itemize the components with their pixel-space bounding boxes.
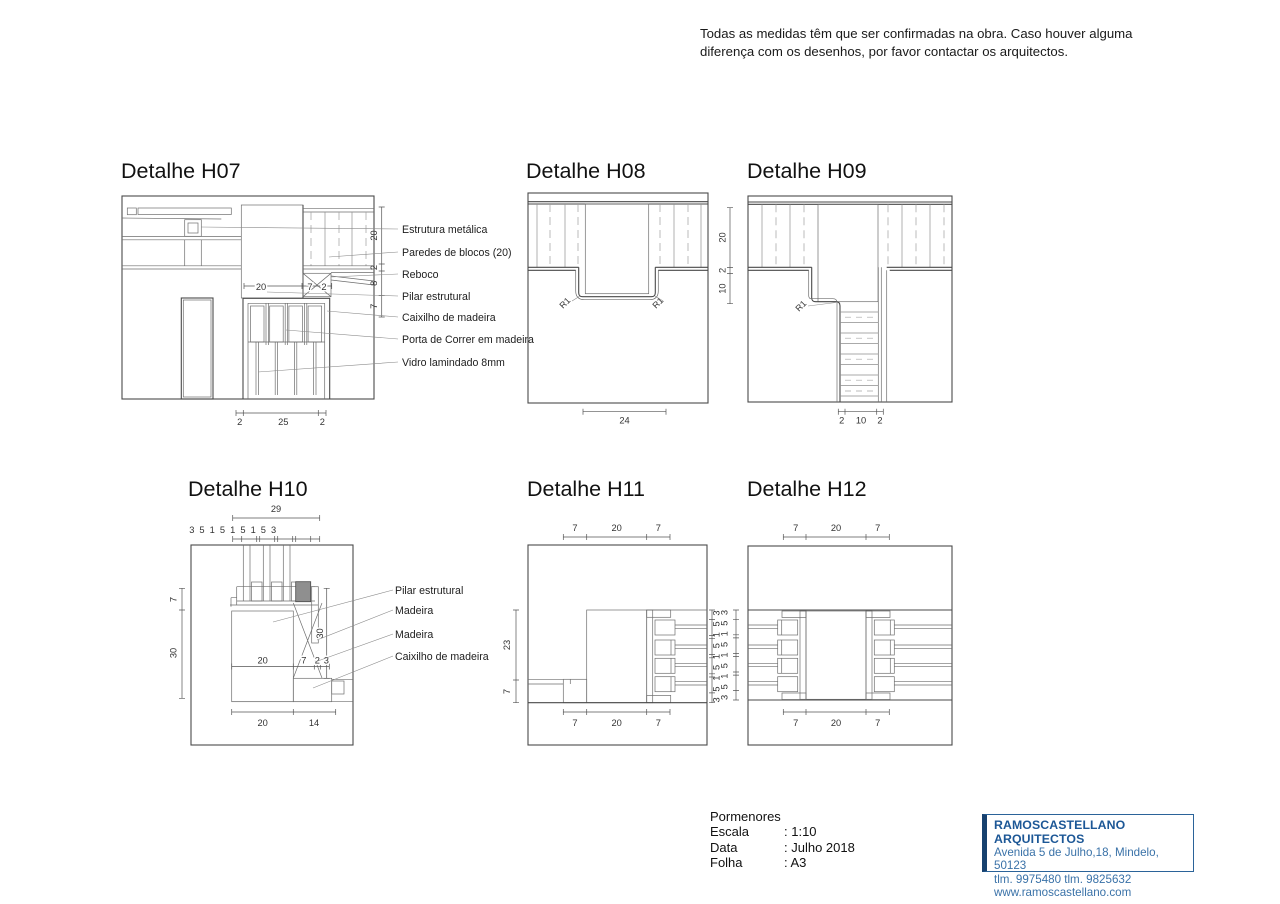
h07-dim-inner-2: 2	[321, 282, 326, 292]
h10-label-caixilho-madeira: Caixilho de madeira	[395, 651, 489, 663]
h07-dim-right-8: 8	[369, 281, 379, 286]
h07-dim-right-7: 7	[369, 304, 379, 309]
h12-dim-bottom-20: 20	[831, 718, 841, 728]
h10-dim-bottom-14: 14	[309, 718, 319, 728]
h07-label-paredes-blocos: Paredes de blocos (20)	[402, 247, 512, 259]
h12-dim-top-20: 20	[831, 523, 841, 533]
firm-name: RAMOSCASTELLANO ARQUITECTOS	[994, 818, 1126, 846]
detail-h11-drawing: 7 20 7 7 20 7 23 7 3 5 1 5 1 5 1 5 3	[502, 523, 722, 746]
disclaimer-note: Todas as medidas têm que ser confirmadas…	[700, 25, 1133, 60]
h10-dim-inner-7: 7	[301, 656, 306, 666]
detail-h08-drawing: R1 R1 20 2 10 24	[527, 192, 733, 426]
titleblock-value-folha: : A3	[784, 855, 807, 871]
h11-dim-right-chain: 3 5 1 5 1 5 1 5 3	[712, 611, 722, 703]
h10-dim-inner-2: 2	[315, 656, 320, 666]
titleblock: Pormenores Escala : 1:10 Data : Julho 20…	[710, 809, 855, 871]
h11-dim-top-7b: 7	[656, 523, 661, 533]
h10-dim-left-30: 30	[169, 648, 179, 658]
h07-dim-bottom-25: 25	[278, 417, 288, 427]
detail-h10-title: Detalhe H10	[188, 477, 308, 501]
h07-dim-bottom-2b: 2	[320, 417, 325, 427]
titleblock-label-data: Data	[710, 839, 738, 855]
h08-dim-right-20: 20	[718, 232, 728, 242]
firm-stamp: RAMOSCASTELLANO ARQUITECTOS Avenida 5 de…	[982, 814, 1194, 899]
h08-dim-right-2: 2	[718, 268, 728, 273]
h07-dim-inner-20: 20	[256, 282, 266, 292]
h09-dim-bottom-10: 10	[856, 416, 866, 426]
h12-dim-left-chain: 3 5 1 5 1 5 1 5 3	[720, 610, 730, 700]
titleblock-label-folha: Folha	[710, 855, 743, 871]
h10-label-pilar-estrutural: Pilar estrutural	[395, 585, 463, 597]
titleblock-heading: Pormenores	[710, 809, 781, 824]
h08-dim-bottom-24: 24	[619, 416, 629, 426]
h09-dim-bottom-2b: 2	[877, 416, 882, 426]
h10-label-madeira-1: Madeira	[395, 605, 433, 617]
h07-dim-right-2: 2	[369, 265, 379, 270]
firm-website: www.ramoscastellano.com	[994, 886, 1132, 900]
h07-label-pilar-estrutural: Pilar estrutural	[402, 291, 470, 303]
titleblock-value-data: : Julho 2018	[784, 839, 855, 855]
disclaimer-line-1: Todas as medidas têm que ser confirmadas…	[700, 26, 1133, 41]
titleblock-row-folha: Folha : A3	[710, 855, 855, 870]
h12-dim-bottom-7b: 7	[875, 718, 880, 728]
firm-address: Avenida 5 de Julho,18, Mindelo, 50123	[994, 846, 1159, 873]
h09-radius-label: R1	[793, 298, 808, 313]
h08-dim-right-10: 10	[718, 283, 728, 293]
h10-dim-inner-3: 3	[324, 656, 329, 666]
h10-dim-inner-right-30: 30	[315, 628, 325, 638]
h11-dim-left-23: 23	[502, 640, 512, 650]
h11-dim-top-20: 20	[612, 523, 622, 533]
titleblock-row-escala: Escala : 1:10	[710, 824, 855, 839]
detail-h12-title: Detalhe H12	[747, 477, 867, 501]
detail-h11-title: Detalhe H11	[527, 477, 645, 501]
h11-dim-top-7a: 7	[572, 523, 577, 533]
h07-dim-inner-7: 7	[307, 282, 312, 292]
h10-dim-inner-20: 20	[258, 656, 268, 666]
h09-dim-bottom-2a: 2	[839, 416, 844, 426]
h11-dim-bottom-7b: 7	[656, 718, 661, 728]
h10-dim-bottom-20: 20	[258, 718, 268, 728]
detail-h08-title: Detalhe H08	[526, 159, 646, 183]
h10-dim-left-7: 7	[169, 597, 179, 602]
titleblock-row-data: Data : Julho 2018	[710, 840, 855, 855]
h07-dim-right-20: 20	[369, 230, 379, 240]
detail-h07-title: Detalhe H07	[121, 159, 241, 183]
h07-dim-bottom-2a: 2	[237, 417, 242, 427]
disclaimer-line-2: diferença com os desenhos, por favor con…	[700, 43, 1068, 59]
titleblock-value-escala: : 1:10	[784, 824, 817, 840]
detail-h10-drawing: 30 20 7 2 3 29 3 5 1 5 1 5 1 5 3 7 30 20…	[169, 504, 489, 746]
h11-dim-bottom-7a: 7	[572, 718, 577, 728]
h07-label-caixilho-madeira: Caixilho de madeira	[402, 312, 496, 324]
h07-label-reboco: Reboco	[402, 269, 439, 281]
h07-label-estrutura-metalica: Estrutura metálica	[402, 224, 487, 236]
h07-label-vidro-lamindado: Vidro lamindado 8mm	[402, 357, 505, 369]
detail-h12-drawing: 7 20 7 7 20 7 3 5 1 5 1 5 1 5 3	[720, 523, 953, 746]
h12-dim-top-7a: 7	[793, 523, 798, 533]
titleblock-label-escala: Escala	[710, 824, 750, 840]
h08-radius-label-left: R1	[557, 295, 572, 310]
h11-dim-left-7: 7	[502, 689, 512, 694]
detail-h09-title: Detalhe H09	[747, 159, 867, 183]
h11-dim-bottom-20: 20	[612, 718, 622, 728]
h10-dim-top-chain: 3 5 1 5 1 5 1 5 3	[189, 525, 276, 535]
h12-dim-top-7b: 7	[875, 523, 880, 533]
detail-h09-drawing: R1 2 10 2	[747, 195, 953, 426]
detail-h07-drawing: 20 7 2 20 2 8 7 2 25 2 Estrutura metálic…	[121, 195, 534, 427]
h10-label-madeira-2: Madeira	[395, 629, 433, 641]
h07-label-porta-correr: Porta de Correr em madeira	[402, 334, 534, 346]
firm-phones: tlm. 9975480 tlm. 9825632	[994, 872, 1132, 886]
h10-dim-total-29: 29	[271, 504, 281, 514]
h12-dim-bottom-7a: 7	[793, 718, 798, 728]
